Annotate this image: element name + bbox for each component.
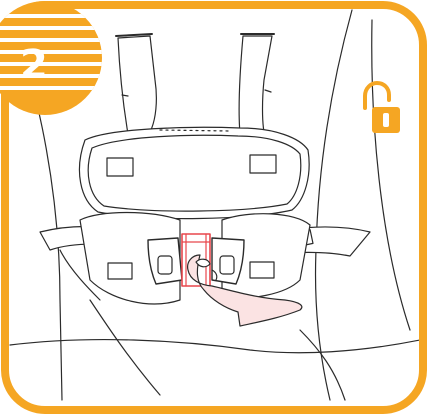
left-waist-strap-lower xyxy=(59,249,101,301)
right-strap-edge xyxy=(264,89,272,93)
hand-fingernail xyxy=(195,258,211,268)
chest-pad-window-right xyxy=(249,154,277,174)
left-strap-edge xyxy=(121,94,129,97)
left-strap-slot xyxy=(115,33,153,37)
chest-pad-stitch xyxy=(159,129,231,132)
seat-lower-line-right xyxy=(299,329,346,401)
chest-pad xyxy=(78,126,310,220)
left-buckle-tongue xyxy=(147,237,183,285)
chest-pad-inner xyxy=(87,134,302,212)
right-buckle-slot xyxy=(219,255,235,275)
seat-lower-line xyxy=(89,299,161,396)
hand-knuckle xyxy=(211,269,218,281)
step-number: 2 xyxy=(20,42,48,88)
chest-pad-window-left xyxy=(106,157,134,177)
lap-window-left xyxy=(107,262,133,280)
seat-drawing xyxy=(9,9,419,401)
lap-window-right xyxy=(249,261,275,279)
hand xyxy=(187,254,303,327)
seat-base-line xyxy=(9,338,419,354)
left-buckle-slot xyxy=(157,255,173,275)
seat-shell-right-outer xyxy=(371,19,411,331)
step-badge-icon: 2 xyxy=(0,1,102,115)
unlocked-padlock-icon xyxy=(363,80,400,133)
